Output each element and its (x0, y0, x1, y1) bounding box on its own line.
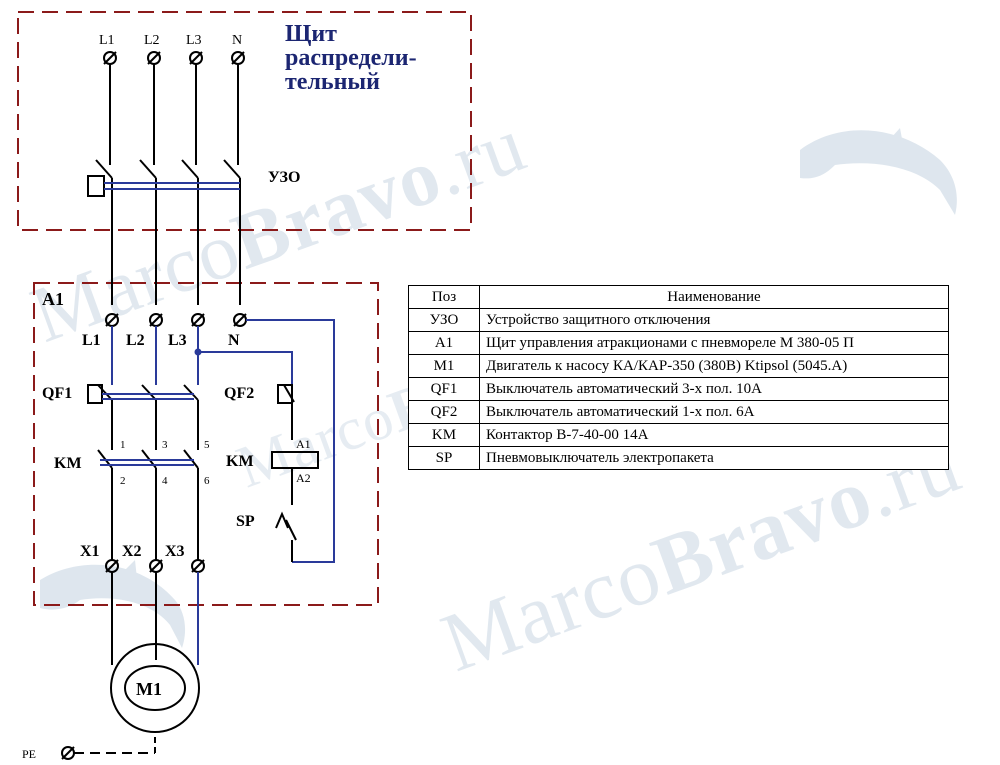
legend-name: Контактор В-7-40-00 14А (479, 423, 949, 447)
panel-title-line: Щит (285, 21, 337, 47)
legend-header-pos: Поз (408, 285, 480, 309)
a1-label-l3: L3 (168, 332, 187, 349)
legend-name: Двигатель к насосу КА/КАР-350 (380В) Kti… (479, 354, 949, 378)
table-row: SP Пневмовыключатель электропакета (408, 446, 949, 470)
uzo-rcd-symbol (87, 159, 241, 305)
table-row: QF1 Выключатель автоматический 3-х пол. … (408, 377, 949, 401)
wires-top (109, 64, 239, 165)
qf2-label: QF2 (224, 385, 254, 402)
contact-label-4: 4 (162, 475, 168, 487)
qf2-breaker-symbol (277, 384, 295, 440)
km-coil-symbol (271, 451, 319, 505)
legend-name: Выключатель автоматический 3-х пол. 10А (479, 377, 949, 401)
terminal-label-n: N (232, 33, 242, 48)
km-label-left: KM (54, 455, 82, 472)
legend-pos: QF1 (408, 377, 480, 401)
table-row: KM Контактор В-7-40-00 14А (408, 423, 949, 447)
legend-header-name: Наименование (479, 285, 949, 309)
uzo-label: УЗО (268, 169, 300, 186)
panel-title-line: тельный (285, 69, 380, 95)
legend-name: Выключатель автоматический 1-х пол. 6А (479, 400, 949, 424)
terminal-label-x2: X2 (122, 543, 142, 560)
legend-header-row: Поз Наименование (408, 285, 949, 309)
contact-label-6: 6 (204, 475, 210, 487)
table-row: УЗО Устройство защитного отключения (408, 308, 949, 332)
control-panel-a1-border (33, 282, 379, 606)
control-circuit-wires (194, 319, 335, 563)
terminal-label-x1: X1 (80, 543, 100, 560)
km-label-right: KM (226, 453, 254, 470)
distribution-panel-title: Щит распредели- тельный (285, 22, 417, 94)
terminal-label-l2: L2 (144, 33, 160, 48)
sp-switch-symbol (275, 511, 297, 562)
coil-label-a1: A1 (296, 437, 311, 451)
legend-name: Щит управления атракционами с пневмореле… (479, 331, 949, 355)
sp-label: SP (236, 513, 255, 530)
terminal-label-l3: L3 (186, 33, 202, 48)
legend-pos: QF2 (408, 400, 480, 424)
contact-label-2: 2 (120, 475, 126, 487)
terminal-label-x3: X3 (165, 543, 185, 560)
contact-label-3: 3 (162, 439, 168, 451)
legend-pos: KM (408, 423, 480, 447)
a1-label-l2: L2 (126, 332, 145, 349)
legend-name: Пневмовыключатель электропакета (479, 446, 949, 470)
legend-pos: A1 (408, 331, 480, 355)
km-contactor-symbol (97, 449, 199, 560)
legend-pos: УЗО (408, 308, 480, 332)
distribution-panel-border (17, 11, 472, 231)
pe-label: PE (22, 747, 36, 761)
dolphin-logo-icon (800, 128, 957, 215)
component-legend-table: Поз Наименование УЗО Устройство защитног… (408, 285, 949, 470)
table-row: QF2 Выключатель автоматический 1-х пол. … (408, 400, 949, 424)
a1-label-l1: L1 (82, 332, 101, 349)
panel-title-line: распредели- (285, 45, 417, 71)
coil-label-a2: A2 (296, 471, 311, 485)
a1-input-terminals (105, 313, 247, 327)
pe-ground (61, 732, 156, 760)
qf1-label: QF1 (42, 385, 72, 402)
contact-label-1: 1 (120, 439, 126, 451)
legend-name: Устройство защитного отключения (479, 308, 949, 332)
dolphin-logo-icon (40, 560, 186, 648)
table-row: M1 Двигатель к насосу КА/КАР-350 (380В) … (408, 354, 949, 378)
a1-label-n: N (228, 332, 240, 349)
top-terminals (103, 51, 245, 65)
contact-label-5: 5 (204, 439, 210, 451)
table-row: A1 Щит управления атракционами с пневмор… (408, 331, 949, 355)
motor-label: M1 (136, 679, 162, 699)
legend-pos: SP (408, 446, 480, 470)
motor-feed-wires (111, 572, 199, 665)
terminal-label-l1: L1 (99, 33, 115, 48)
legend-pos: M1 (408, 354, 480, 378)
qf1-breaker-symbol (87, 384, 199, 450)
panel-a1-label: A1 (42, 289, 64, 309)
